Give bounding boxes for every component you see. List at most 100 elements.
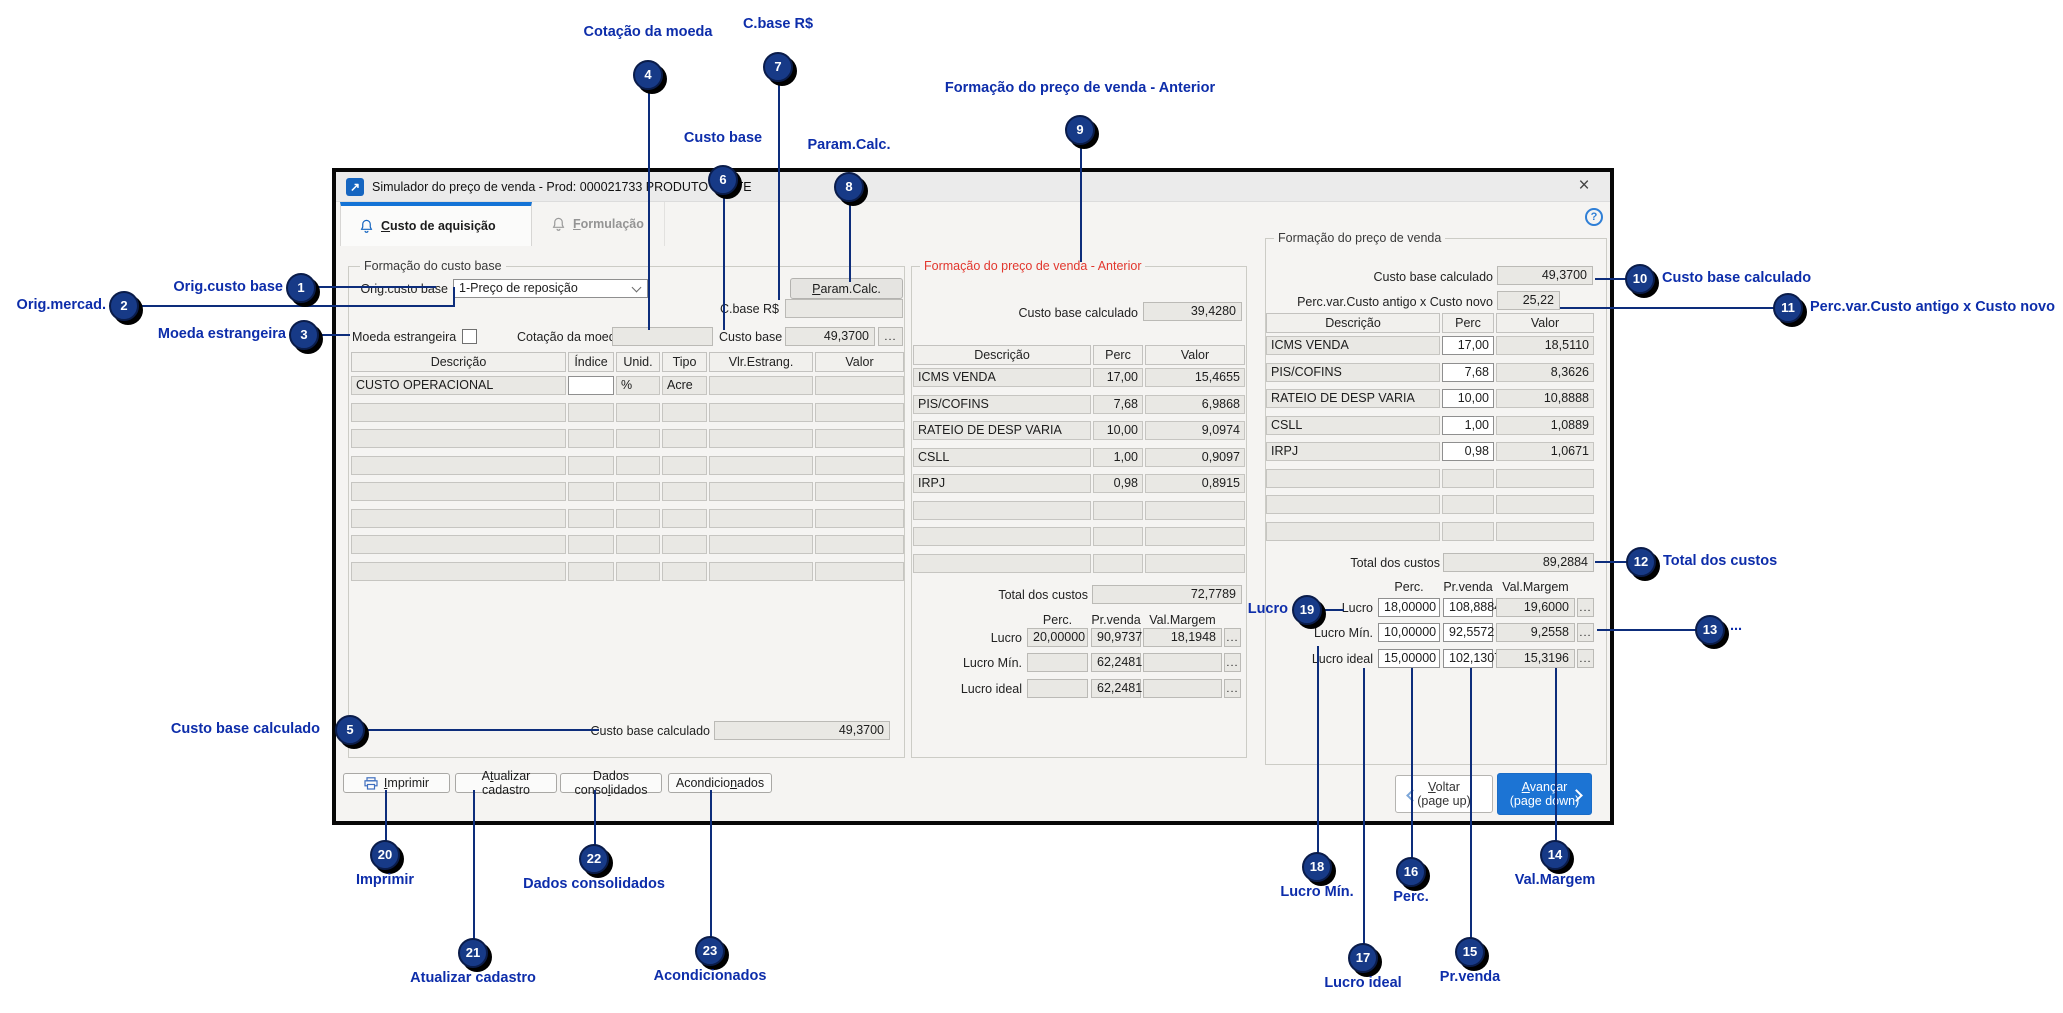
callout-badge-4: 4: [633, 60, 663, 90]
perc-input[interactable]: 0,98: [1442, 442, 1494, 461]
cell-tipo: Acre: [662, 376, 707, 395]
group-formacao-custo-base: [348, 266, 905, 758]
custo-base-calculado-label: Custo base calculado: [590, 724, 710, 738]
val-margem-header: Val.Margem: [1149, 613, 1216, 627]
orig-custo-base-select[interactable]: 1-Preço de reposição: [453, 279, 648, 298]
callout-label-7: C.base R$: [742, 16, 814, 32]
lucro-ideal-perc-field: [1027, 679, 1088, 698]
callout-label-5: Custo base calculado: [170, 721, 320, 737]
close-icon[interactable]: ×: [1578, 175, 1590, 196]
lucro-min-more-button[interactable]: ...: [1577, 623, 1594, 642]
table-row-empty: [351, 402, 904, 422]
lucro-ideal-perc-input[interactable]: 15,00000: [1378, 649, 1440, 668]
callout-badge-22: 22: [579, 844, 609, 874]
callout-badge-23: 23: [695, 936, 725, 966]
cotacao-moeda-label: Cotação da moeda: [517, 330, 623, 344]
custo-base-field: 49,3700: [785, 327, 875, 346]
lucro-more-button[interactable]: ...: [1577, 598, 1594, 617]
callout-line-3: [319, 334, 350, 336]
cell-vlr-estrang: [709, 376, 813, 395]
lucro-valmargem-field: 18,1948: [1143, 628, 1222, 647]
param-calc-button[interactable]: Param.Calc.: [790, 278, 903, 299]
lucro-min-label: Lucro Mín.: [962, 656, 1022, 670]
callout-badge-5: 5: [335, 715, 365, 745]
group-title: Formação do preço de venda: [1274, 231, 1446, 245]
callout-badge-9: 9: [1065, 115, 1095, 145]
lucro-min-more-button[interactable]: ...: [1224, 653, 1241, 672]
callout-line-13: [1597, 629, 1696, 631]
avancar-button[interactable]: Avançar (page down): [1497, 773, 1592, 815]
lucro-prvenda-field: 90,9737: [1091, 628, 1142, 647]
callout-badge-10: 10: [1625, 264, 1655, 294]
cell-descricao: CUSTO OPERACIONAL: [351, 376, 566, 395]
lucro-ideal-prvenda-input[interactable]: 102,1307: [1443, 649, 1501, 668]
callout-label-2: Orig.mercad.: [16, 297, 106, 313]
lucro-min-perc-input[interactable]: 10,00000: [1378, 623, 1440, 642]
cell-valor: [815, 376, 904, 395]
lucro-more-button[interactable]: ...: [1224, 628, 1241, 647]
cell-unid: %: [616, 376, 660, 395]
callout-line-21: [473, 790, 475, 940]
callout-line-5: [365, 729, 599, 731]
moeda-estrangeira-checkbox[interactable]: [462, 329, 477, 344]
total-custos-anterior-field: 72,7789: [1092, 585, 1242, 604]
acondicionados-button[interactable]: Acondicionados: [668, 773, 772, 793]
right-table-header: Descrição Perc Valor: [1266, 313, 1594, 333]
lucro-label: Lucro: [990, 631, 1022, 645]
val-margem-header: Val.Margem: [1502, 580, 1569, 594]
callout-label-9: Formação do preço de venda - Anterior: [944, 80, 1216, 96]
cbase-rs-label: C.base R$: [719, 302, 779, 316]
lucro-perc-input[interactable]: 18,00000: [1378, 598, 1440, 617]
dados-consolidados-button[interactable]: Dados consolidados: [560, 769, 662, 797]
lucro-min-perc-field: [1027, 653, 1088, 672]
callout-label-16: Perc.: [1393, 889, 1429, 905]
custo-base-more-button[interactable]: ...: [878, 327, 903, 346]
help-icon[interactable]: ?: [1585, 208, 1603, 226]
callout-line-22: [594, 790, 596, 846]
perc-var-label: Perc.var.Custo antigo x Custo novo: [1297, 295, 1493, 309]
lucro-min-prvenda-input[interactable]: 92,5572: [1443, 623, 1494, 642]
tab-custo-de-aquisicao[interactable]: Custo de aquisição: [340, 202, 532, 246]
simulator-dialog-window: ↗ Simulador do preço de venda - Prod: 00…: [332, 168, 1614, 825]
callout-line-23: [710, 790, 712, 938]
callout-badge-13: 13: [1695, 615, 1725, 645]
callout-line-9: [1080, 145, 1082, 262]
cbase-rs-field: [785, 299, 903, 318]
callout-badge-2: 2: [109, 291, 139, 321]
callout-line-15: [1470, 668, 1472, 939]
callout-line-1: [316, 286, 436, 288]
perc-input[interactable]: 10,00: [1442, 389, 1494, 408]
imprimir-button[interactable]: Imprimir: [343, 773, 450, 793]
voltar-button[interactable]: Voltar (page up): [1395, 775, 1493, 813]
tab-formulacao[interactable]: Formulação: [533, 202, 665, 246]
pr-venda-header: Pr.venda: [1443, 580, 1493, 594]
callout-badge-20: 20: [370, 840, 400, 870]
cell-indice-input[interactable]: [568, 376, 614, 395]
callout-label-18: Lucro Mín.: [1280, 884, 1354, 900]
lucro-prvenda-input[interactable]: 108,8884: [1443, 598, 1501, 617]
lucro-ideal-more-button[interactable]: ...: [1224, 679, 1241, 698]
perc-input[interactable]: 17,00: [1442, 336, 1494, 355]
window-title: Simulador do preço de venda - Prod: 0000…: [372, 180, 752, 194]
custo-base-calculado-novo-label: Custo base calculado: [1373, 270, 1493, 284]
table-row-empty: [351, 561, 904, 581]
lucro-min-label: Lucro Mín.: [1313, 626, 1373, 640]
callout-label-15: Pr.venda: [1439, 969, 1501, 985]
group-title: Formação do custo base: [360, 259, 506, 273]
perc-input[interactable]: 1,00: [1442, 415, 1494, 435]
perc-input[interactable]: 7,68: [1442, 362, 1494, 382]
printer-icon: [364, 776, 378, 790]
custo-base-calculado-novo-field: 49,3700: [1497, 266, 1593, 285]
lucro-ideal-more-button[interactable]: ...: [1577, 649, 1594, 668]
atualizar-cadastro-button[interactable]: Atualizar cadastro: [455, 769, 557, 797]
table-row-empty: [1266, 468, 1594, 488]
table-row-empty: [351, 455, 904, 475]
callout-line-17: [1363, 668, 1365, 945]
chevron-down-icon: [631, 282, 642, 293]
